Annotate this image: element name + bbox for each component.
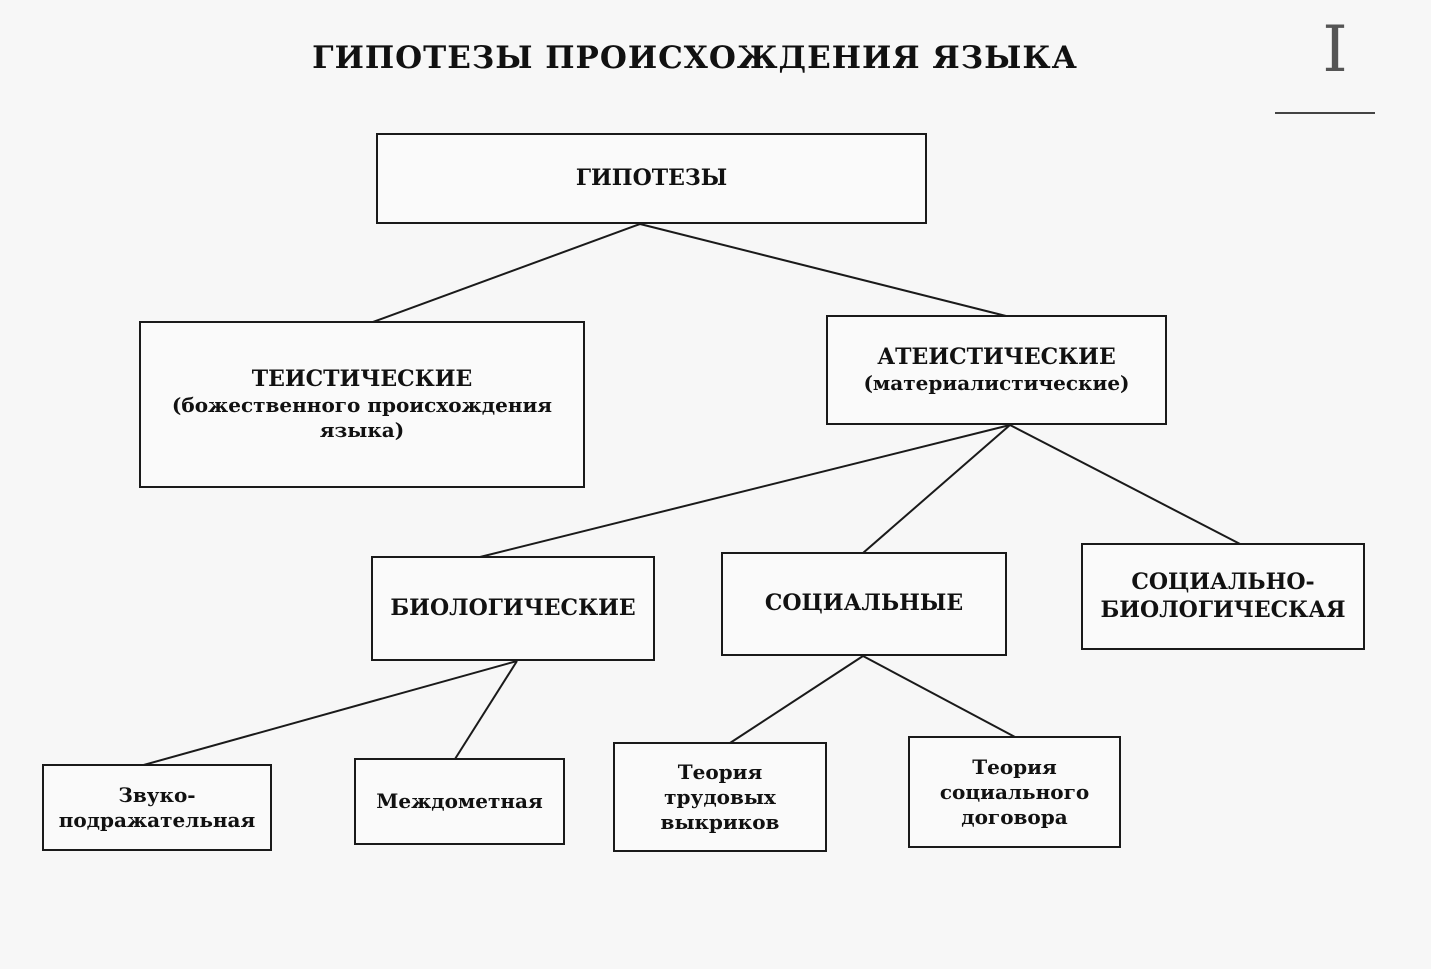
node-theistic-label: ТЕИСТИЧЕСКИЕ bbox=[251, 365, 473, 392]
edge-biological-interjection bbox=[454, 660, 518, 760]
edge-social-contract bbox=[862, 655, 1016, 738]
node-socio-biological: СОЦИАЛЬНО- БИОЛОГИЧЕСКАЯ bbox=[1081, 543, 1365, 650]
node-social-contract: Теория социального договора bbox=[908, 736, 1121, 848]
node-onomatopoeic-line2: подражательная bbox=[58, 807, 256, 832]
node-biological-label: БИОЛОГИЧЕСКИЕ bbox=[390, 594, 636, 621]
node-interjection-label: Междометная bbox=[376, 789, 543, 813]
node-social-label: СОЦИАЛЬНЫЕ bbox=[764, 590, 964, 617]
edge-social-labor bbox=[729, 655, 864, 744]
node-atheistic-label: АТЕИСТИЧЕСКИЕ bbox=[877, 343, 1116, 370]
node-onomatopoeic: Звуко- подражательная bbox=[42, 764, 272, 851]
node-hypotheses-label: ГИПОТЕЗЫ bbox=[575, 164, 728, 191]
edge-root-atheistic bbox=[639, 223, 1011, 318]
node-interjection: Междометная bbox=[354, 758, 565, 845]
node-labor-cries-line1: Теория bbox=[677, 759, 763, 784]
node-atheistic: АТЕИСТИЧЕСКИЕ (материалистические) bbox=[826, 315, 1167, 425]
node-labor-cries-line3: выкриков bbox=[660, 809, 780, 834]
node-social: СОЦИАЛЬНЫЕ bbox=[721, 552, 1007, 656]
node-social-contract-line2: социального bbox=[939, 779, 1090, 804]
node-theistic-sub-1: (божественного происхождения bbox=[171, 393, 553, 418]
node-theistic: ТЕИСТИЧЕСКИЕ (божественного происхождени… bbox=[139, 321, 585, 488]
node-labor-cries-line2: трудовых bbox=[664, 784, 776, 809]
edge-biological-onomatopoeic bbox=[139, 660, 518, 767]
node-labor-cries: Теория трудовых выкриков bbox=[613, 742, 827, 852]
edge-atheistic-biological bbox=[479, 424, 1011, 558]
node-hypotheses: ГИПОТЕЗЫ bbox=[376, 133, 927, 224]
handwritten-underline bbox=[1275, 112, 1375, 114]
node-theistic-sub-2: языка) bbox=[319, 418, 405, 443]
edge-atheistic-sociobio bbox=[1009, 424, 1243, 546]
handwritten-mark: I bbox=[1322, 13, 1348, 87]
node-atheistic-sub: (материалистические) bbox=[863, 371, 1130, 396]
node-biological: БИОЛОГИЧЕСКИЕ bbox=[371, 556, 655, 661]
node-onomatopoeic-line1: Звуко- bbox=[118, 782, 196, 807]
node-socio-biological-line1: СОЦИАЛЬНО- bbox=[1131, 569, 1315, 595]
node-social-contract-line1: Теория bbox=[972, 754, 1057, 779]
node-socio-biological-line2: БИОЛОГИЧЕСКАЯ bbox=[1100, 596, 1346, 623]
edge-root-theistic bbox=[361, 223, 641, 327]
node-social-contract-line3: договора bbox=[961, 804, 1068, 829]
edge-atheistic-social bbox=[862, 424, 1011, 554]
page-title: ГИПОТЕЗЫ ПРОИСХОЖДЕНИЯ ЯЗЫКА bbox=[312, 40, 1078, 76]
